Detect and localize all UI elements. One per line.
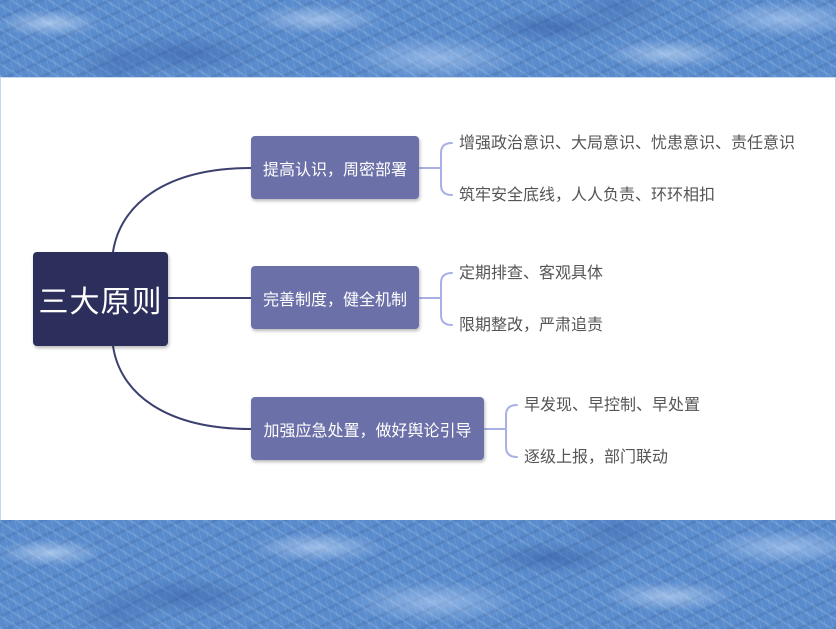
connector-root-branch-3 xyxy=(112,345,252,430)
leaf-item-2-2: 限期整改，严肃追责 xyxy=(459,315,604,334)
leaf-item-3-2: 逐级上报，部门联动 xyxy=(524,447,669,466)
leaf-item-3-1: 早发现、早控制、早处置 xyxy=(524,395,701,414)
bracket-branch-3 xyxy=(505,404,518,458)
root-node: 三大原则 xyxy=(33,252,168,346)
branch-node-2: 完善制度，健全机制 xyxy=(251,266,419,329)
marble-background-bottom xyxy=(0,520,836,629)
leaf-item-2-1: 定期排查、客观具体 xyxy=(459,263,604,282)
marble-background-top xyxy=(0,0,836,77)
bracket-branch-2 xyxy=(440,272,453,326)
connector-root-branch-1 xyxy=(112,167,252,253)
leaf-item-1-2: 筑牢安全底线，人人负责、环环相扣 xyxy=(459,185,716,204)
branch-node-3: 加强应急处置，做好舆论引导 xyxy=(251,397,484,460)
branch-node-1: 提高认识，周密部署 xyxy=(251,136,419,199)
bracket-branch-1 xyxy=(440,142,453,196)
leaf-item-1-1: 增强政治意识、大局意识、忧患意识、责任意识 xyxy=(459,133,796,152)
